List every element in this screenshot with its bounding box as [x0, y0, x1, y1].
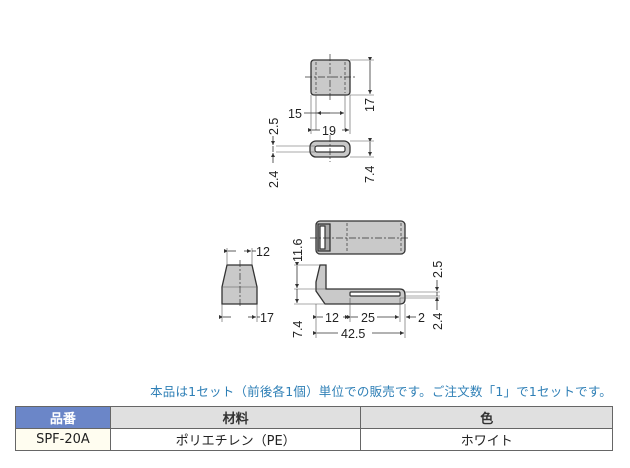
long-side-view: 2.5 2.4 11.6 7.4 12 25 2 42.5	[291, 239, 445, 341]
table-row: SPF-20A ポリエチレン（PE） ホワイト	[15, 428, 613, 451]
dim-long-total: 42.5	[341, 327, 365, 341]
cell-part-number: SPF-20A	[15, 428, 111, 451]
technical-drawing: 17 15 19 2.5 2.4 7.4	[219, 54, 445, 341]
dim-side-top-width: 12	[256, 245, 270, 259]
long-top-view	[310, 220, 410, 255]
dim-long-seg-3: 2	[418, 311, 425, 325]
dim-slot-top: 2.5	[267, 118, 281, 135]
dim-top-outer-width: 19	[322, 124, 336, 138]
header-material: 材料	[109, 406, 362, 429]
dim-long-seg-2: 25	[361, 311, 375, 325]
cell-material: ポリエチレン（PE）	[109, 428, 362, 451]
dim-top-inner-width: 15	[288, 107, 302, 121]
top-view: 17 15 19	[288, 54, 377, 138]
spec-table: 品番 材料 色 SPF-20A ポリエチレン（PE） ホワイト	[15, 406, 613, 451]
side-view: 12 17	[219, 245, 274, 325]
dim-long-slot-bottom: 2.4	[431, 313, 445, 330]
dim-long-height-upper: 11.6	[291, 239, 305, 262]
dim-long-slot-top: 2.5	[431, 261, 445, 278]
dim-long-seg-1: 12	[325, 311, 339, 325]
dim-slot-bottom: 2.4	[267, 171, 281, 188]
header-part-number: 品番	[15, 406, 111, 429]
table-header-row: 品番 材料 色	[15, 406, 613, 429]
dim-side-bottom-width: 17	[260, 311, 274, 325]
dim-slot-height: 7.4	[363, 166, 377, 183]
slot-view: 2.5 2.4 7.4	[267, 118, 377, 188]
dim-top-height: 17	[363, 98, 377, 112]
sales-unit-note: 本品は1セット（前後各1個）単位での販売です。ご注文数「1」で1セットです。	[150, 384, 612, 399]
header-color: 色	[360, 406, 613, 429]
cell-color: ホワイト	[360, 428, 613, 451]
dim-long-height-lower: 7.4	[291, 321, 305, 338]
